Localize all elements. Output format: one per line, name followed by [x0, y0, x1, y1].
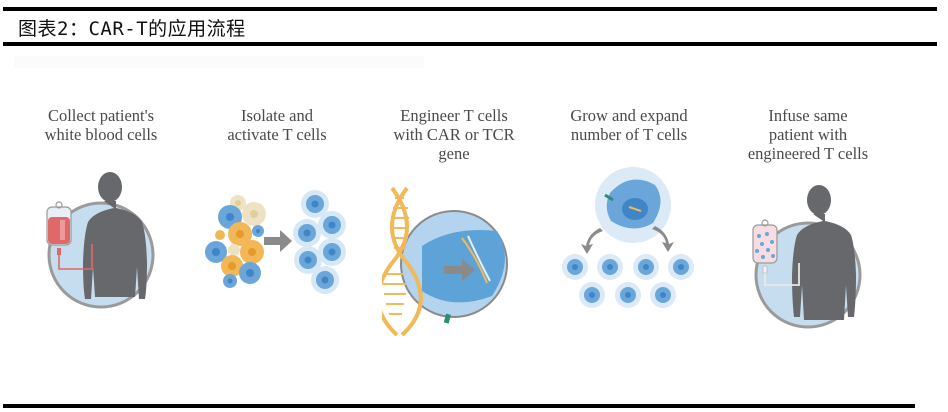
dna-engineer-icon [382, 186, 522, 336]
step-label-line: Collect patient's [47, 106, 155, 125]
step-label-line: engineered T cells [747, 144, 869, 163]
step-label-line: Isolate and [241, 106, 313, 125]
step-isolate: Isolate and activate T cells [192, 106, 362, 144]
step-label-line: patient with [768, 125, 848, 144]
step-label-line: white blood cells [44, 125, 158, 144]
step-infuse: Infuse same patient with engineered T ce… [723, 106, 893, 163]
title-rule [3, 42, 937, 46]
step-label: Grow and expand number of T cells [544, 106, 714, 144]
bottom-rule [3, 404, 915, 408]
faint-band [14, 56, 424, 68]
isolate-cells-icon [200, 180, 360, 300]
step-label-line: Infuse same [768, 106, 848, 125]
mixed-cells [205, 195, 266, 288]
patient-infusion-icon [745, 180, 875, 335]
step-label-line: Engineer T cells [400, 106, 508, 125]
step-collect: Collect patient's white blood cells [16, 106, 186, 144]
step-label-line: number of T cells [570, 125, 688, 144]
step-engineer: Engineer T cells with CAR or TCR gene [369, 106, 539, 163]
top-rule [3, 7, 937, 11]
step-expand: Grow and expand number of T cells [544, 106, 714, 144]
activated-t-cells [293, 190, 346, 294]
step-label: Isolate and activate T cells [192, 106, 362, 144]
figure-title: 图表2：CAR-T的应用流程 [18, 18, 246, 40]
step-label-line: activate T cells [227, 125, 327, 144]
step-label-line: with CAR or TCR [393, 125, 515, 144]
step-label-line: gene [438, 144, 470, 163]
patient-blood-collection-icon [38, 165, 168, 310]
step-label: Collect patient's white blood cells [16, 106, 186, 144]
cell-expansion-icon [555, 163, 705, 313]
arrow-icon [264, 230, 292, 252]
step-label: Infuse same patient with engineered T ce… [723, 106, 893, 163]
step-label: Engineer T cells with CAR or TCR gene [369, 106, 539, 163]
step-label-line: Grow and expand [570, 106, 688, 125]
